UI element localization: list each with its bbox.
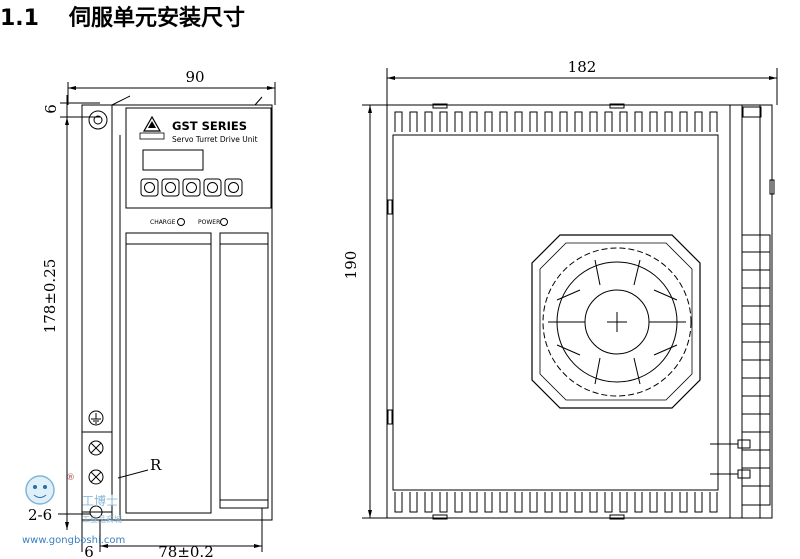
left-cover xyxy=(125,232,212,514)
terminal-screw-1 xyxy=(88,440,104,456)
watermark-cn-sub: 工业品商城 xyxy=(82,514,122,524)
display-window xyxy=(142,149,204,171)
front-view: 90 6 178±0.25 GST SERIES Servo Turret Dr… xyxy=(28,68,276,559)
dim-top-6-label: 6 xyxy=(42,104,60,114)
brand-panel xyxy=(125,107,272,209)
charge-led xyxy=(177,218,185,226)
brand-series: GST SERIES xyxy=(172,119,247,133)
right-cover xyxy=(219,232,269,509)
indicator-charge-label: CHARGE xyxy=(150,219,176,226)
power-led xyxy=(220,218,228,226)
dim-bottom-6-label: 6 xyxy=(84,543,94,559)
watermark-reg-symbol: ® xyxy=(66,473,75,483)
bottom-mount-hole xyxy=(89,505,103,519)
bottom-heatsink-fins xyxy=(394,492,718,520)
hole-spec-label: 2-6 xyxy=(28,506,52,524)
key-4 xyxy=(203,178,222,197)
key-1 xyxy=(140,178,159,197)
watermark-cn-text: 工博士 xyxy=(82,493,118,508)
radius-label: R xyxy=(150,456,162,474)
section-title: 伺服单元安装尺寸 xyxy=(68,6,245,31)
key-2 xyxy=(161,178,180,197)
dim-78-label: 78±0.2 xyxy=(158,543,214,559)
side-view: 182 190 xyxy=(342,58,778,520)
side-housing xyxy=(386,104,773,519)
gst-logo xyxy=(139,115,165,140)
dim-182-label: 182 xyxy=(568,58,597,76)
key-5 xyxy=(224,178,243,197)
ground-terminal xyxy=(88,410,104,426)
brand-subtitle: Servo Turret Drive Unit xyxy=(172,135,258,144)
section-heading: 1.1 伺服单元安装尺寸 xyxy=(0,2,245,36)
top-heatsink-fins xyxy=(394,103,718,132)
side-fins xyxy=(710,234,771,506)
dim-190-label: 190 xyxy=(342,251,360,280)
watermark: ® 工博士 工业品商城 www.gongboshi.com xyxy=(22,473,125,546)
key-3 xyxy=(182,178,201,197)
cooling-fan xyxy=(531,234,701,409)
keypad xyxy=(140,178,243,197)
dim-178-label: 178±0.25 xyxy=(41,259,59,334)
terminal-screw-2 xyxy=(88,469,104,485)
section-number: 1.1 xyxy=(0,6,39,31)
dim-90-label: 90 xyxy=(185,68,204,86)
top-mount-hole xyxy=(88,110,108,130)
indicator-power-label: POWER xyxy=(198,219,220,226)
front-housing xyxy=(81,104,273,521)
watermark-text: www.gongboshi.com xyxy=(22,535,125,546)
